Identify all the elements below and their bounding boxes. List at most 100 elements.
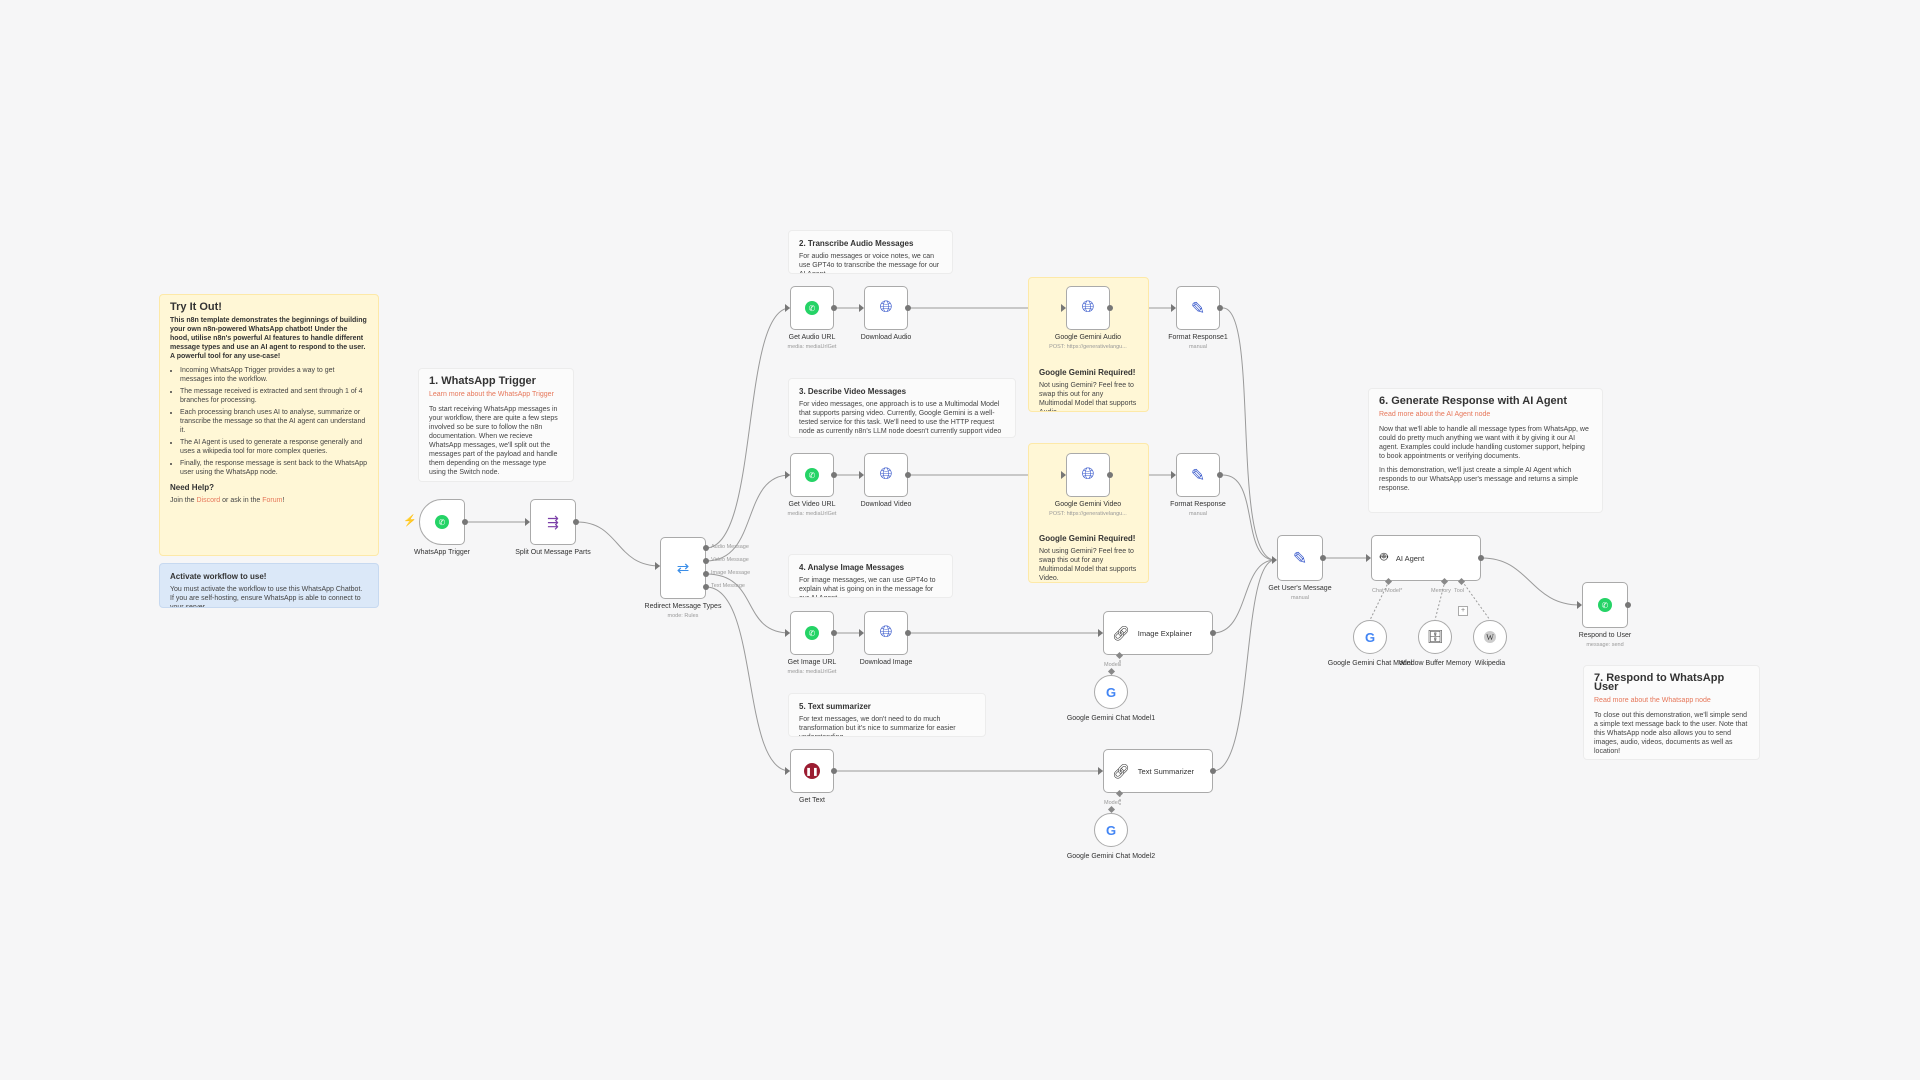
- note-transcribe-audio[interactable]: 2. Transcribe Audio Messages For audio m…: [788, 230, 953, 274]
- output-port[interactable]: [1217, 305, 1223, 311]
- input-port[interactable]: [1061, 471, 1066, 479]
- node-format-response[interactable]: ✎: [1176, 453, 1220, 497]
- note-title: Try It Out!: [170, 301, 222, 313]
- note-respond-whatsapp[interactable]: 7. Respond to WhatsApp User Read more ab…: [1583, 665, 1760, 760]
- output-port[interactable]: [831, 768, 837, 774]
- input-port[interactable]: [785, 629, 790, 637]
- output-port[interactable]: [905, 472, 911, 478]
- google-g-icon: G: [1105, 822, 1117, 838]
- node-download-audio[interactable]: 🌐︎: [864, 286, 908, 330]
- note-link[interactable]: Read more about the AI Agent node: [1379, 411, 1491, 418]
- node-whatsapp-trigger[interactable]: ✆: [419, 499, 465, 545]
- globe-icon: 🌐︎: [879, 466, 893, 483]
- forum-link[interactable]: Forum: [262, 497, 283, 504]
- node-gemini-chat-model[interactable]: G: [1353, 620, 1387, 654]
- node-respond-to-user[interactable]: ✆: [1582, 582, 1628, 628]
- note-try-it-out[interactable]: Try It Out! This n8n template demonstrat…: [159, 294, 379, 556]
- node-gemini-chat-model2[interactable]: G: [1094, 813, 1128, 847]
- node-format-response1[interactable]: ✎: [1176, 286, 1220, 330]
- note-activate[interactable]: Activate workflow to use! You must activ…: [159, 563, 379, 608]
- node-get-video-url[interactable]: ✆: [790, 453, 834, 497]
- note-body: For audio messages or voice notes, we ca…: [799, 253, 940, 273]
- output-port[interactable]: [1210, 768, 1216, 774]
- input-port[interactable]: [785, 767, 790, 775]
- output-port[interactable]: [905, 630, 911, 636]
- output-port-image[interactable]: [703, 571, 709, 577]
- add-tool-button[interactable]: +: [1458, 606, 1468, 616]
- output-port[interactable]: [1625, 602, 1631, 608]
- node-image-explainer[interactable]: 🔗︎ Image Explainer: [1103, 611, 1213, 655]
- output-label: Image Message: [711, 570, 751, 576]
- input-port[interactable]: [1061, 304, 1066, 312]
- output-port[interactable]: [573, 519, 579, 525]
- output-port[interactable]: [1320, 555, 1326, 561]
- output-port-audio[interactable]: [703, 545, 709, 551]
- node-download-image[interactable]: 🌐︎: [864, 611, 908, 655]
- google-g-icon: G: [1105, 684, 1117, 700]
- output-port[interactable]: [831, 630, 837, 636]
- discord-link[interactable]: Discord: [196, 497, 221, 504]
- input-port[interactable]: [859, 304, 864, 312]
- note-generate-response[interactable]: 6. Generate Response with AI Agent Read …: [1368, 388, 1603, 513]
- note-bullets: Incoming WhatsApp Trigger provides a way…: [170, 366, 368, 477]
- node-ai-agent[interactable]: 🤖︎ AI Agent: [1371, 535, 1481, 581]
- list-item: Finally, the response message is sent ba…: [180, 459, 368, 477]
- output-port[interactable]: [1478, 555, 1484, 561]
- node-google-gemini-video[interactable]: 🌐︎: [1066, 453, 1110, 497]
- globe-icon: 🌐︎: [879, 624, 893, 641]
- output-port[interactable]: [831, 472, 837, 478]
- node-window-buffer-memory[interactable]: 🗄︎: [1418, 620, 1452, 654]
- model-connector[interactable]: [1107, 667, 1116, 676]
- input-port[interactable]: [1171, 471, 1176, 479]
- input-port[interactable]: [785, 304, 790, 312]
- input-port[interactable]: [859, 629, 864, 637]
- node-google-gemini-audio[interactable]: 🌐︎: [1066, 286, 1110, 330]
- output-port-text[interactable]: [703, 584, 709, 590]
- note-title: Google Gemini Required!: [1039, 368, 1136, 377]
- output-port-video[interactable]: [703, 558, 709, 564]
- note-link[interactable]: Read more about the Whatsapp node: [1594, 697, 1711, 704]
- node-download-video[interactable]: 🌐︎: [864, 453, 908, 497]
- output-port[interactable]: [1210, 630, 1216, 636]
- output-port[interactable]: [1217, 472, 1223, 478]
- output-port[interactable]: [905, 305, 911, 311]
- node-wikipedia[interactable]: W: [1473, 620, 1507, 654]
- output-port[interactable]: [1107, 305, 1113, 311]
- input-port[interactable]: [1098, 767, 1103, 775]
- output-port[interactable]: [462, 519, 468, 525]
- node-get-text[interactable]: ❚❚: [790, 749, 834, 793]
- port-label: Model*: [1104, 800, 1122, 806]
- pencil-icon: ✎: [1190, 465, 1206, 485]
- output-port[interactable]: [1107, 472, 1113, 478]
- note-link[interactable]: Learn more about the WhatsApp Trigger: [429, 391, 554, 398]
- input-port[interactable]: [1272, 556, 1277, 564]
- node-redirect-message-types[interactable]: ⇄: [660, 537, 706, 599]
- node-text-summarizer[interactable]: 🔗︎ Text Summarizer: [1103, 749, 1213, 793]
- note-body: Not using Gemini? Feel free to swap this…: [1039, 548, 1137, 582]
- node-label: Image Explainer: [1137, 628, 1192, 638]
- node-get-image-url[interactable]: ✆: [790, 611, 834, 655]
- node-get-audio-url[interactable]: ✆: [790, 286, 834, 330]
- input-port[interactable]: [1577, 601, 1582, 609]
- input-port[interactable]: [1098, 629, 1103, 637]
- node-gemini-chat-model1[interactable]: G: [1094, 675, 1128, 709]
- output-port[interactable]: [831, 305, 837, 311]
- node-get-users-message[interactable]: ✎: [1277, 535, 1323, 581]
- input-port[interactable]: [1366, 554, 1371, 562]
- input-port[interactable]: [525, 518, 530, 526]
- model-connector[interactable]: [1107, 805, 1116, 814]
- note-analyse-image[interactable]: 4. Analyse Image Messages For image mess…: [788, 554, 953, 598]
- note-whatsapp-trigger[interactable]: 1. WhatsApp Trigger Learn more about the…: [418, 368, 574, 482]
- note-describe-video[interactable]: 3. Describe Video Messages For video mes…: [788, 378, 1016, 438]
- input-port[interactable]: [785, 471, 790, 479]
- note-text-summarizer[interactable]: 5. Text summarizer For text messages, we…: [788, 693, 986, 737]
- input-port[interactable]: [859, 471, 864, 479]
- input-port[interactable]: [1171, 304, 1176, 312]
- node-split-out[interactable]: ⇶: [530, 499, 576, 545]
- chain-link-icon: 🔗︎: [1112, 624, 1130, 641]
- note-body: To close out this demonstration, we'll s…: [1594, 712, 1748, 755]
- input-port[interactable]: [655, 562, 660, 570]
